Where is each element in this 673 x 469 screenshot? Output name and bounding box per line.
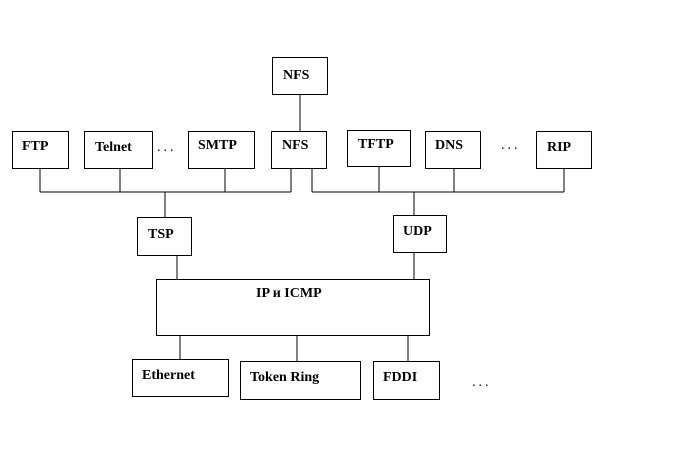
telnet-label: Telnet xyxy=(95,140,132,155)
fddi-box: FDDI xyxy=(373,361,440,400)
tftp-box: TFTP xyxy=(347,130,411,167)
udp-box: UDP xyxy=(393,215,447,253)
dns-label: DNS xyxy=(435,138,464,153)
token-ring-box: Token Ring xyxy=(240,361,361,400)
link-ellipsis: ... xyxy=(472,375,492,390)
rip-box: RIP xyxy=(536,131,592,169)
nfs-top-box: NFS xyxy=(272,57,328,95)
udp-label: UDP xyxy=(403,224,432,239)
apps-ellipsis-left: ... xyxy=(157,140,177,155)
ethernet-label: Ethernet xyxy=(142,368,195,383)
token-ring-label: Token Ring xyxy=(250,370,320,385)
nfs-box: NFS xyxy=(271,131,327,169)
telnet-box: Telnet xyxy=(84,131,153,169)
apps-ellipsis-right: ... xyxy=(501,138,521,153)
dns-box: DNS xyxy=(425,131,481,169)
ip-icmp-label: IP и ICMP xyxy=(256,286,322,301)
smtp-label: SMTP xyxy=(198,138,237,153)
smtp-box: SMTP xyxy=(188,131,255,169)
nfs-label: NFS xyxy=(282,138,309,153)
tsp-label: TSP xyxy=(148,227,174,242)
rip-label: RIP xyxy=(547,140,572,155)
ip-icmp-box: IP и ICMP xyxy=(156,279,430,336)
tsp-box: TSP xyxy=(137,217,192,256)
ftp-label: FTP xyxy=(22,139,49,154)
ethernet-box: Ethernet xyxy=(132,359,229,397)
ftp-box: FTP xyxy=(12,131,69,169)
nfs-top-label: NFS xyxy=(283,68,310,83)
fddi-label: FDDI xyxy=(383,370,418,385)
tftp-label: TFTP xyxy=(358,137,394,152)
